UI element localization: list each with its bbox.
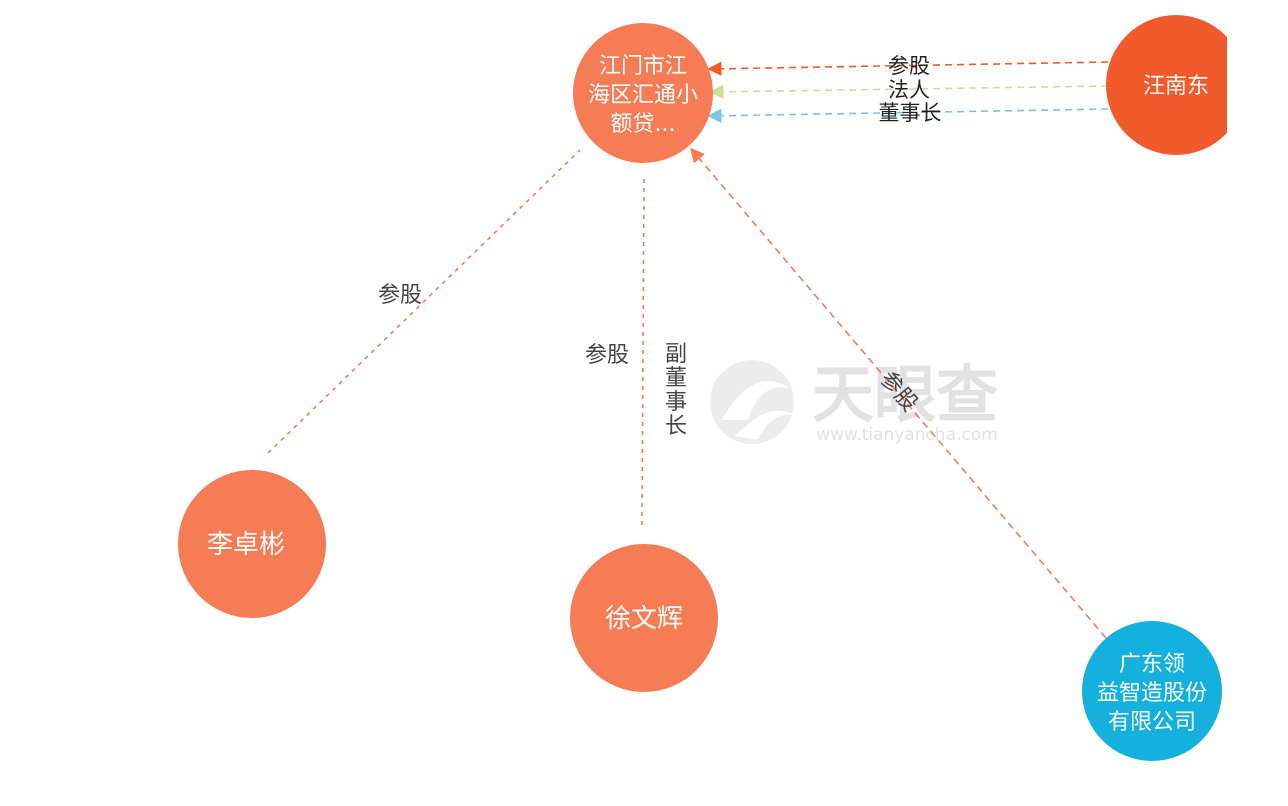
edge-wang-share — [707, 61, 1109, 76]
edge-xu-share — [641, 177, 645, 526]
node-guangdong-label-line: 有限公司 — [1108, 710, 1196, 735]
node-wang[interactable]: 汪南东 — [1106, 15, 1246, 155]
node-company-label-line: 江门市江 — [599, 54, 687, 79]
node-xu-label: 徐文辉 — [605, 604, 683, 634]
node-guangdong-label-line: 益智造股份 — [1097, 681, 1207, 706]
node-company-label-line: 海区汇通小 — [588, 83, 698, 108]
watermark: 天眼查 www.tianyancha.com — [710, 358, 998, 445]
node-guangdong[interactable]: 广东领 益智造股份 有限公司 — [1082, 621, 1222, 761]
node-li-label: 李卓彬 — [207, 530, 285, 560]
node-company-circle[interactable] — [573, 23, 713, 163]
watermark-url: www.tianyancha.com — [816, 425, 998, 445]
edge-label-wang-chair: 董事长 — [879, 101, 942, 125]
edge-label-xu-vice-char: 董 — [665, 366, 687, 391]
edge-label-xu-vice-char: 副 — [665, 342, 687, 367]
node-li-circle[interactable] — [178, 470, 326, 618]
node-guangdong-label-line: 广东领 — [1119, 652, 1185, 677]
edge-label-xu-share: 参股 — [585, 343, 629, 368]
edge-gd-share — [690, 147, 1107, 639]
edge-label-xu-vice: 副 董 事 长 — [665, 342, 687, 439]
node-wang-circle[interactable] — [1106, 15, 1246, 155]
node-xu[interactable]: 徐文辉 — [570, 544, 718, 692]
node-company-label-line: 额贷... — [611, 112, 676, 137]
edge-label-wang-share: 参股 — [888, 54, 930, 78]
edge-label-xu-vice-char: 长 — [665, 414, 687, 439]
node-company[interactable]: 江门市江 海区汇通小 额贷... — [573, 23, 713, 163]
viewport-clip — [1227, 0, 1288, 806]
node-xu-circle[interactable] — [570, 544, 718, 692]
edge-label-wang-legal: 法人 — [888, 78, 930, 102]
edge-wang-legal — [709, 84, 1109, 100]
edge-label-li-share: 参股 — [378, 283, 422, 308]
edge-li-share — [267, 149, 581, 454]
tianyancha-logo-icon — [710, 360, 794, 444]
node-wang-label: 汪南东 — [1143, 74, 1209, 99]
node-li[interactable]: 李卓彬 — [178, 470, 326, 618]
watermark-logo-text: 天眼查 — [812, 358, 998, 431]
edge-wang-chair — [707, 108, 1109, 123]
node-guangdong-circle[interactable] — [1082, 621, 1222, 761]
edge-label-xu-vice-char: 事 — [665, 390, 687, 415]
